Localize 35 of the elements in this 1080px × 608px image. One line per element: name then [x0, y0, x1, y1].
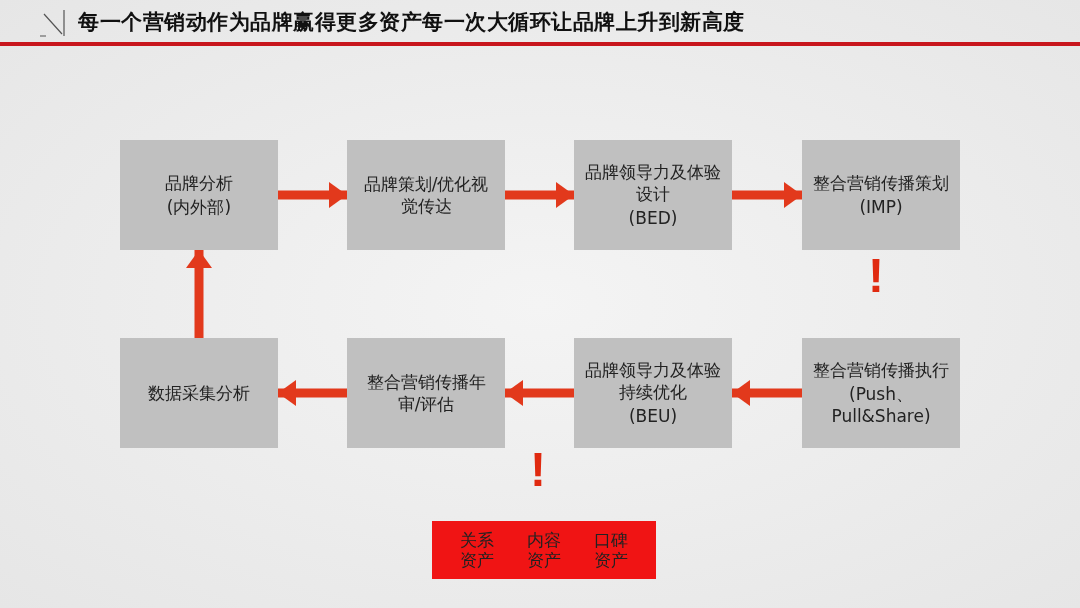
process-box: [120, 140, 278, 250]
node-text: 整合营销传播策划: [813, 171, 949, 194]
arrow: [732, 182, 802, 208]
arrow: [278, 182, 347, 208]
node-text: 关系资产: [458, 529, 495, 571]
asset-box: [432, 521, 656, 579]
node-text: 口碑资产: [593, 529, 630, 571]
arrow: [505, 380, 574, 406]
process-box: [574, 140, 732, 250]
process-box: [120, 338, 278, 448]
node-text: (内外部): [166, 196, 232, 219]
node-text: 整合营销传播年审/评估: [365, 370, 487, 416]
exclamation-mark: !: [530, 446, 546, 494]
process-box: [802, 338, 960, 448]
node-text: 品牌领导力及体验持续优化: [584, 358, 722, 404]
node-text: 品牌分析: [165, 171, 233, 194]
process-box: [802, 140, 960, 250]
exclamation-mark: !: [868, 252, 884, 300]
node-text: 整合营销传播执行: [813, 358, 949, 381]
arrow: [278, 380, 347, 406]
node-text: 品牌策划/优化视觉传达: [362, 172, 490, 218]
process-box: [347, 140, 505, 250]
node-text: (BED): [628, 207, 678, 230]
process-box: [574, 338, 732, 448]
node-text: 品牌领导力及体验设计: [584, 160, 722, 206]
node-text: (BEU): [628, 405, 678, 428]
arrow: [732, 380, 802, 406]
arrow: [186, 250, 212, 338]
node-text: 数据采集分析: [148, 381, 250, 405]
node-text: 内容资产: [526, 529, 562, 571]
node-text: (IMP): [859, 196, 903, 219]
process-box: [347, 338, 505, 448]
node-text: (Push、Pull&Share): [830, 382, 932, 428]
title: 每一个营销动作为品牌赢得更多资产每一次大循环让品牌上升到新高度: [78, 9, 745, 36]
arrow: [505, 182, 574, 208]
